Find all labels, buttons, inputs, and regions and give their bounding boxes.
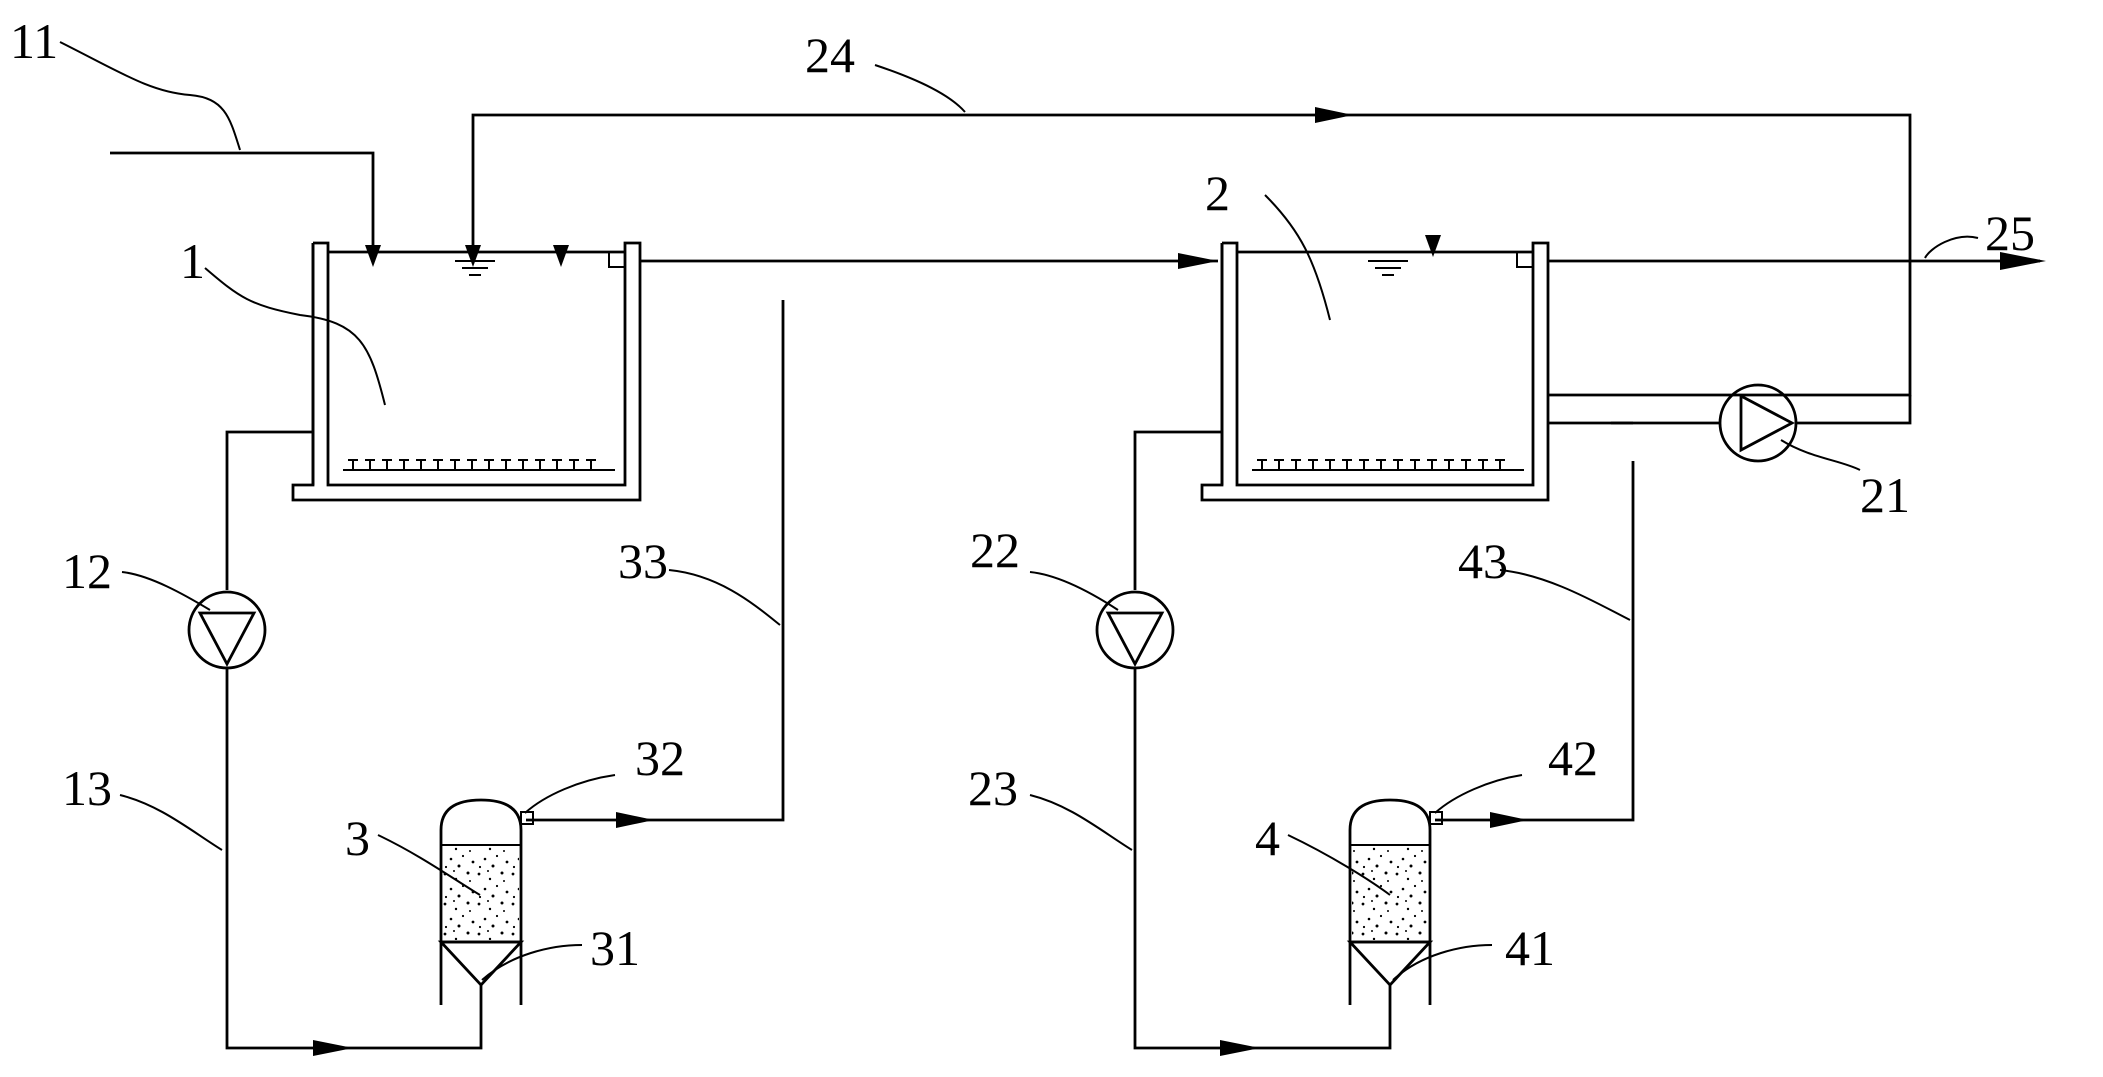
label-12: 12 <box>62 543 112 599</box>
pump-21 <box>1548 383 1912 463</box>
transfer-pipe-1-2 <box>640 253 1218 269</box>
tank-2 <box>1200 241 1550 502</box>
label-1: 1 <box>180 233 205 289</box>
label-43: 43 <box>1458 533 1508 589</box>
label-11: 11 <box>10 13 58 69</box>
column-4 <box>1346 798 1443 1010</box>
pump-12 <box>187 590 267 670</box>
label-25: 25 <box>1985 205 2035 261</box>
label-33: 33 <box>618 533 668 589</box>
feed-pipe-13 <box>225 430 483 1056</box>
pump-22 <box>1095 590 1175 670</box>
column-3 <box>437 798 534 1010</box>
return-pipe-33 <box>526 245 785 828</box>
recycle-pipe-24 <box>465 107 1912 397</box>
water-level-symbol-1 <box>455 260 495 276</box>
tank-1 <box>291 241 642 502</box>
overflow-weir-1 <box>608 252 625 268</box>
label-32: 32 <box>635 730 685 786</box>
effluent-pipe-25 <box>1548 252 2046 270</box>
return-pipe-43 <box>1425 235 1635 828</box>
label-3: 3 <box>345 810 370 866</box>
water-level-symbol-2 <box>1368 260 1408 276</box>
label-31: 31 <box>590 920 640 976</box>
label-22: 22 <box>970 522 1020 578</box>
feed-pipe-23 <box>1133 430 1392 1056</box>
aerator-2 <box>1252 459 1524 471</box>
feed-pipe-11 <box>110 151 381 267</box>
label-42: 42 <box>1548 730 1598 786</box>
label-21: 21 <box>1860 467 1910 523</box>
overflow-weir-2 <box>1516 252 1533 268</box>
label-2: 2 <box>1205 165 1230 221</box>
label-41: 41 <box>1505 920 1555 976</box>
label-4: 4 <box>1255 810 1280 866</box>
label-13: 13 <box>62 760 112 816</box>
aerator-1 <box>343 459 615 471</box>
label-23: 23 <box>968 760 1018 816</box>
label-24: 24 <box>805 27 855 83</box>
leader-lines <box>59 41 1979 981</box>
